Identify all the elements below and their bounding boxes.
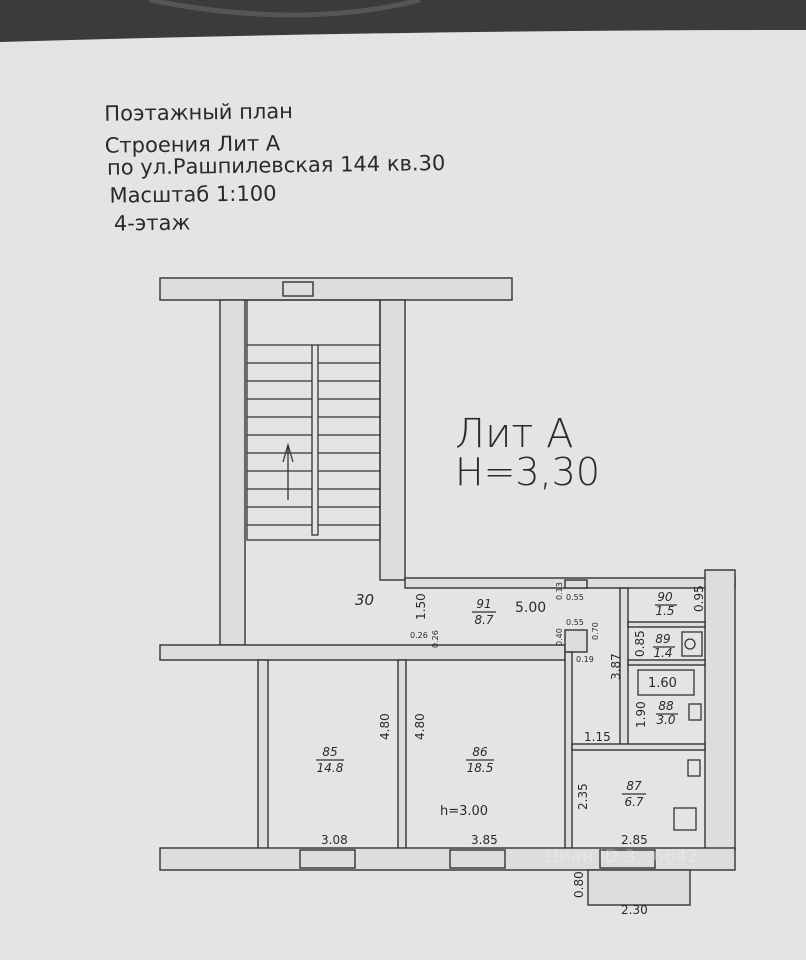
svg-text:1.4: 1.4	[653, 646, 672, 660]
svg-text:0.40: 0.40	[555, 628, 564, 646]
svg-text:1.15: 1.15	[584, 730, 611, 744]
svg-text:1.50: 1.50	[414, 593, 428, 620]
svg-text:0.13: 0.13	[555, 582, 564, 600]
svg-text:3.85: 3.85	[471, 833, 498, 847]
svg-text:6.7: 6.7	[624, 795, 643, 809]
svg-text:5.00: 5.00	[515, 600, 546, 616]
svg-text:14.8: 14.8	[317, 761, 344, 775]
stove-icon	[673, 807, 697, 831]
svg-text:0.26: 0.26	[431, 630, 440, 648]
svg-text:3.87: 3.87	[609, 653, 623, 680]
svg-text:0.55: 0.55	[566, 618, 584, 627]
svg-text:91: 91	[476, 597, 491, 611]
svg-text:0.55: 0.55	[566, 593, 584, 602]
building-label: Лит А	[455, 411, 573, 457]
svg-text:85: 85	[322, 745, 337, 759]
dimensions: 1.50 0.26 0.26 5.00 0.13 0.55 0.55 0.40 …	[321, 582, 706, 917]
svg-text:0.26: 0.26	[410, 631, 428, 640]
title-line: 4-этаж	[114, 211, 191, 236]
title-line: Масштаб 1:100	[109, 181, 276, 207]
bathtub-icon	[637, 669, 695, 696]
svg-text:0.85: 0.85	[633, 630, 647, 657]
sink-icon	[687, 759, 701, 777]
title-line: по ул.Рашпилевская 144 кв.30	[107, 151, 446, 180]
room-height: h=3.00	[440, 804, 488, 819]
room-labels: 85 14.8 86 18.5 87 6.7 88 3.0 89 1.4 90 …	[316, 590, 678, 809]
svg-text:0.80: 0.80	[572, 871, 586, 898]
title-line: Строения Лит А	[105, 131, 281, 157]
svg-text:3.0: 3.0	[656, 713, 675, 727]
building-height: H=3,30	[455, 450, 600, 494]
sink-icon	[688, 703, 702, 721]
cable	[149, 0, 421, 18]
watermark: Циан ID 3...6642	[545, 846, 699, 867]
title-line: Поэтажный план	[104, 99, 293, 126]
svg-text:1.60: 1.60	[648, 676, 677, 691]
stair-label: 30	[355, 591, 374, 609]
svg-text:4.80: 4.80	[413, 713, 427, 740]
fixtures	[637, 631, 703, 831]
svg-text:2.85: 2.85	[621, 833, 648, 847]
svg-text:0.70: 0.70	[591, 622, 600, 640]
svg-text:8.7: 8.7	[474, 613, 493, 627]
toilet-icon	[684, 638, 696, 650]
svg-text:2.30: 2.30	[621, 903, 648, 917]
walls	[159, 277, 736, 906]
staircase	[246, 299, 381, 541]
svg-text:86: 86	[472, 745, 488, 759]
svg-text:2.35: 2.35	[576, 783, 590, 810]
svg-text:4.80: 4.80	[378, 713, 392, 740]
svg-text:87: 87	[626, 779, 642, 793]
svg-text:3.08: 3.08	[321, 833, 348, 847]
svg-text:1.90: 1.90	[634, 701, 648, 728]
svg-text:1.5: 1.5	[655, 604, 674, 618]
svg-text:90: 90	[657, 590, 673, 604]
plan-title: Поэтажный план Строения Лит А по ул.Рашп…	[104, 99, 446, 236]
svg-text:18.5: 18.5	[467, 761, 494, 775]
svg-text:0.95: 0.95	[692, 585, 706, 612]
svg-text:89: 89	[655, 632, 670, 646]
svg-text:88: 88	[658, 699, 674, 713]
svg-text:0.19: 0.19	[576, 655, 594, 664]
